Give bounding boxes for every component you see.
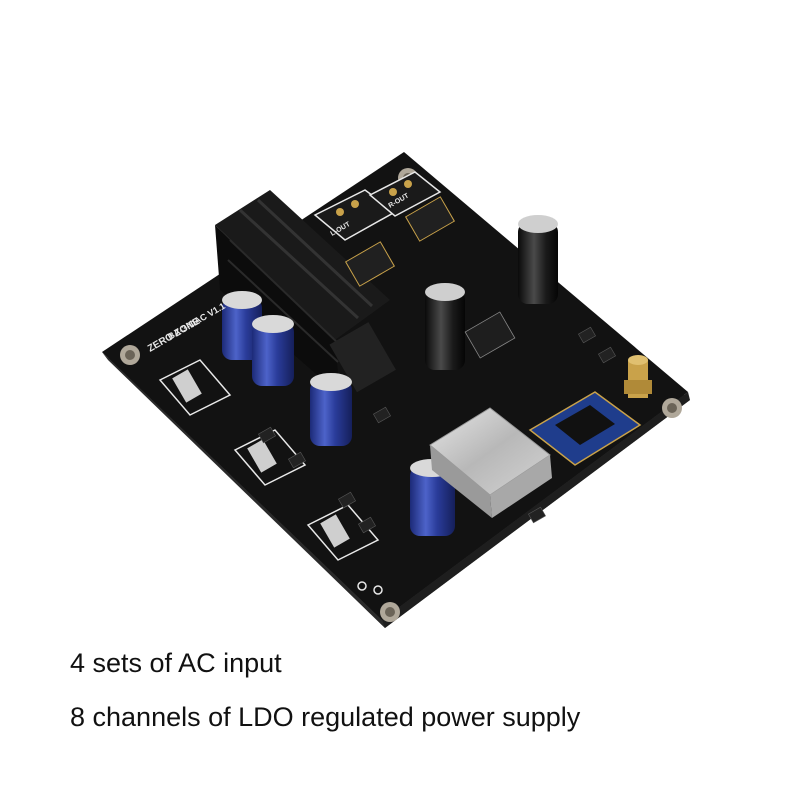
opamp-chips: [344, 196, 456, 287]
blue-capacitors: [222, 291, 455, 536]
regulator-parts: [258, 326, 616, 534]
antenna-connector: [624, 355, 652, 398]
ac-input-connectors: [158, 359, 380, 561]
shield-can: [429, 407, 552, 518]
output-terminals: [313, 171, 442, 241]
bluetooth-module: [528, 391, 642, 466]
caption-ldo-supply: 8 channels of LDO regulated power supply: [70, 702, 581, 732]
dac-chip: [464, 311, 516, 359]
heatsink: [215, 190, 396, 395]
product-photo: BA-3-DAC V1.1 ZERO ZONE L-OUT R-OUT: [102, 152, 690, 628]
black-capacitors: [425, 215, 558, 370]
board-holes: [357, 581, 383, 595]
caption-ac-input: 4 sets of AC input: [70, 648, 282, 678]
